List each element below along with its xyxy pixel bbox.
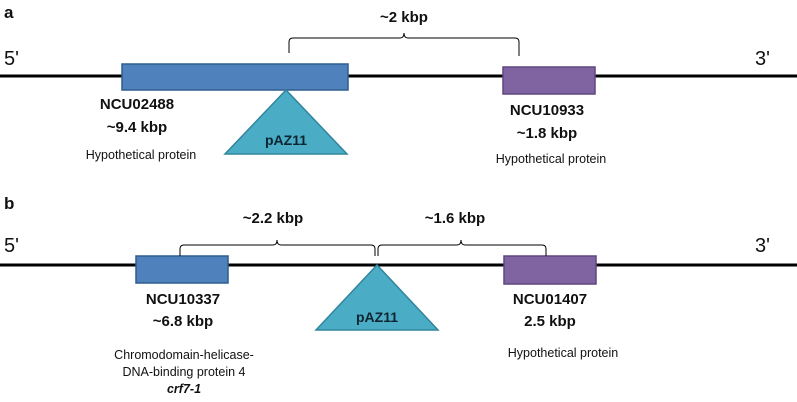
five-prime-label-b: 5' <box>4 235 19 257</box>
gene-description-ncu10337-line1: Chromodomain-helicase- <box>114 348 254 362</box>
gene-description-ncu10933: Hypothetical protein <box>495 152 607 166</box>
gene-size-ncu10933: ~1.8 kbp <box>516 125 578 142</box>
panel-label-b: b <box>4 194 15 213</box>
five-prime-label-a: 5' <box>4 48 19 70</box>
gene-size-ncu02488: ~9.4 kbp <box>106 119 168 136</box>
insert-triangle-a <box>223 88 349 155</box>
gene-box-ncu02488 <box>121 63 349 91</box>
gene-size-ncu01407: 2.5 kbp <box>524 313 576 330</box>
distance-brace-b-left <box>179 239 376 256</box>
distance-label-a: ~2 kbp <box>380 9 428 26</box>
gene-alias-crf7-1: crf7-1 <box>166 382 202 396</box>
insert-label-b: pAZ11 <box>355 309 399 325</box>
three-prime-label-a: 3' <box>755 48 770 70</box>
gene-description-ncu01407: Hypothetical protein <box>507 346 619 360</box>
gene-name-ncu01407: NCU01407 <box>512 291 588 308</box>
panel-label-a: a <box>4 3 14 22</box>
gene-description-ncu10337-line2: DNA-binding protein 4 <box>122 365 246 379</box>
insert-triangle-b <box>314 263 440 331</box>
gene-size-ncu10337: ~6.8 kbp <box>152 313 214 330</box>
gene-description-ncu02488: Hypothetical protein <box>85 148 197 162</box>
gene-box-ncu10337 <box>135 255 229 284</box>
gene-box-ncu10933 <box>502 66 596 95</box>
insert-label-a: pAZ11 <box>264 132 308 148</box>
gene-name-ncu10933: NCU10933 <box>509 102 585 119</box>
distance-label-b-right: ~1.6 kbp <box>424 210 486 227</box>
distance-brace-b-right <box>377 239 547 256</box>
gene-name-ncu10337: NCU10337 <box>145 291 221 308</box>
gene-box-ncu01407 <box>503 255 597 285</box>
gene-name-ncu02488: NCU02488 <box>99 96 175 113</box>
three-prime-label-b: 3' <box>755 235 770 257</box>
distance-brace-a <box>288 32 520 56</box>
distance-label-b-left: ~2.2 kbp <box>242 210 304 227</box>
